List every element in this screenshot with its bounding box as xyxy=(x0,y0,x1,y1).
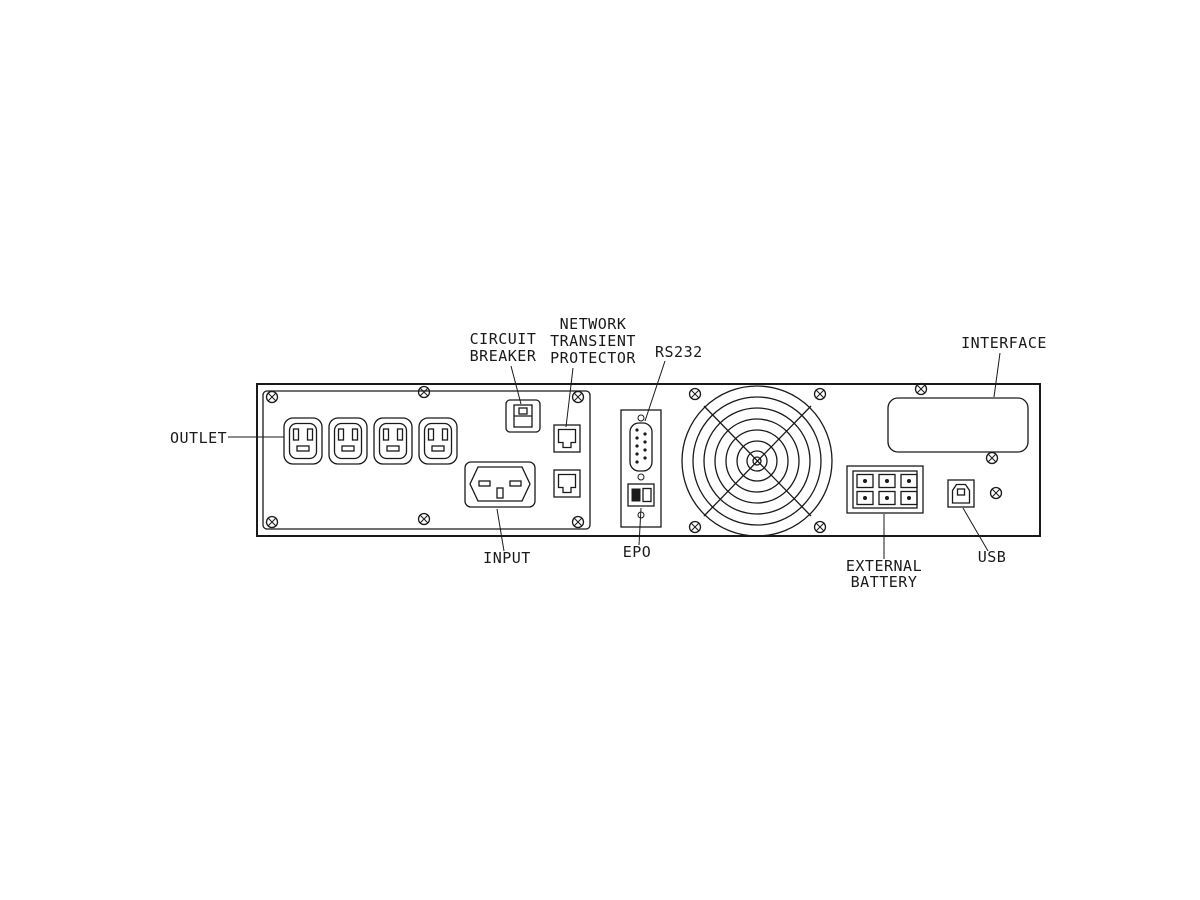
outlet-socket xyxy=(283,417,323,465)
leader-lines xyxy=(228,352,1001,559)
label-external-battery-2: BATTERY xyxy=(851,573,918,591)
screw-icon xyxy=(989,486,1003,500)
screw-icon xyxy=(265,515,279,529)
label-circuit-breaker-2: BREAKER xyxy=(470,347,537,365)
outlet-socket xyxy=(373,417,413,465)
screw-icon xyxy=(571,515,585,529)
label-network-3: PROTECTOR xyxy=(550,349,636,367)
interface-slot xyxy=(887,397,1029,453)
external-battery-connector xyxy=(846,465,924,514)
label-rs232: RS232 xyxy=(655,343,703,361)
label-epo: EPO xyxy=(623,543,652,561)
fan-grille xyxy=(681,385,833,537)
outlet-socket xyxy=(418,417,458,465)
plate-outline xyxy=(620,409,662,528)
label-interface: INTERFACE xyxy=(961,334,1047,352)
screw-icon xyxy=(688,520,702,534)
screw-icon xyxy=(265,390,279,404)
leader-network-protector xyxy=(565,367,574,428)
usb-port xyxy=(947,479,975,508)
leader-rs232 xyxy=(644,360,666,422)
screw-icon xyxy=(914,382,928,396)
label-network-1: NETWORK xyxy=(560,315,627,333)
leader-interface xyxy=(993,352,1001,398)
label-outlet: OUTLET xyxy=(170,429,227,447)
outlet-recess xyxy=(262,390,591,530)
label-network-2: TRANSIENT xyxy=(550,332,636,350)
leader-input xyxy=(496,508,505,552)
network-transient-protector xyxy=(553,424,581,498)
labels: OUTLET CIRCUIT BREAKER NETWORK TRANSIENT… xyxy=(170,315,1047,591)
screw-icon xyxy=(813,387,827,401)
label-external-battery-1: EXTERNAL xyxy=(846,557,922,575)
panel-outline xyxy=(256,383,1041,537)
leader-circuit-breaker xyxy=(510,365,522,405)
circuit-breaker xyxy=(505,399,541,433)
outlet-bank xyxy=(283,417,458,465)
screw-icon xyxy=(813,520,827,534)
outlet-socket xyxy=(328,417,368,465)
panel-screws xyxy=(265,382,1003,534)
rj45-jack-in xyxy=(553,424,581,453)
screw-icon xyxy=(417,512,431,526)
chassis xyxy=(256,383,1041,537)
label-circuit-breaker-1: CIRCUIT xyxy=(470,330,537,348)
label-input: INPUT xyxy=(483,549,531,567)
label-usb: USB xyxy=(978,548,1007,566)
screw-icon xyxy=(985,451,999,465)
rj45-jack-out xyxy=(553,469,581,498)
leader-usb xyxy=(962,507,989,552)
screw-icon xyxy=(688,387,702,401)
input-inlet xyxy=(464,461,536,508)
screw-icon xyxy=(571,390,585,404)
leader-epo xyxy=(638,507,642,546)
db9-connector xyxy=(629,414,653,481)
screw-icon xyxy=(417,385,431,399)
